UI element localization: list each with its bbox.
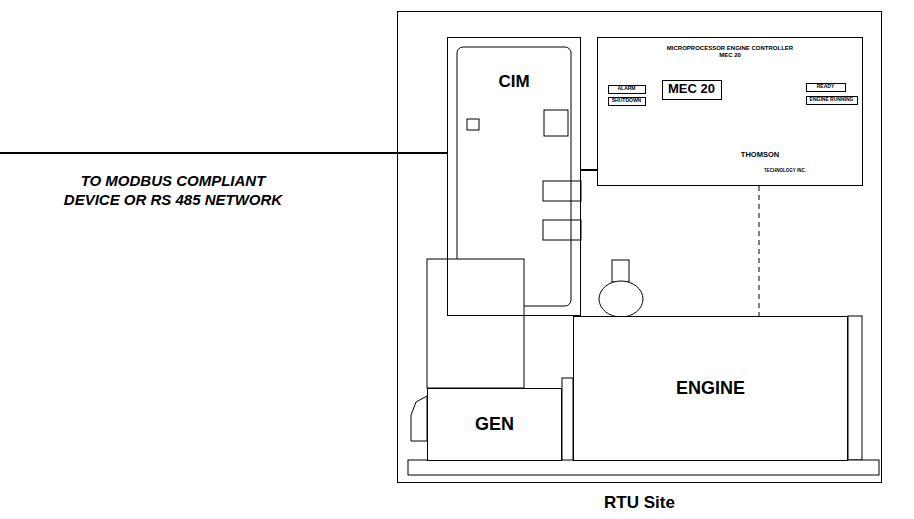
indicator-label: ENGINE RUNNING: [806, 96, 858, 105]
generator-box: GEN: [427, 388, 562, 461]
node-text: CIM: [498, 72, 529, 92]
logo-subtext: TECHNOLOGY INC.: [745, 168, 825, 174]
label-text: TECHNOLOGY INC.: [745, 168, 825, 174]
connector: [581, 169, 597, 171]
network-wire: [0, 152, 447, 154]
indicator-label: SHUTDOWN: [608, 97, 646, 106]
indicator-label: READY: [806, 83, 846, 92]
turbo-stem: [612, 260, 629, 282]
indicator-label: ALARM: [608, 85, 646, 94]
site-boundary: RTU SiteCIMMICROPROCESSOR ENGINE CONTROL…: [397, 11, 882, 483]
turbocharger: [599, 281, 643, 317]
node-text: ENGINE: [676, 378, 745, 399]
cim-led: [467, 119, 479, 130]
engine-controller-panel: MICROPROCESSOR ENGINE CONTROLLER MEC 20 A…: [597, 37, 863, 186]
node-text: ENGINE RUNNING: [810, 97, 854, 103]
node-text: ALARM: [617, 86, 635, 92]
node-text: MICROPROCESSOR ENGINE CONTROLLER MEC 20: [660, 45, 800, 59]
cim-connector: [543, 220, 581, 240]
node-text: RTU Site: [604, 493, 675, 513]
cim-port: [544, 110, 568, 136]
cim-module: CIM: [447, 37, 581, 316]
engine-radiator: [848, 316, 862, 460]
controller-display: MEC 20: [662, 80, 722, 100]
node-text: GEN: [475, 414, 514, 435]
node-text: MEC 20: [668, 82, 715, 97]
connector: [759, 186, 760, 316]
network-label: TO MODBUS COMPLIANT DEVICE OR RS 485 NET…: [8, 172, 338, 210]
label-text: TO MODBUS COMPLIANT DEVICE OR RS 485 NET…: [8, 172, 338, 210]
generator-housing: [427, 259, 524, 388]
node-text: READY: [817, 84, 835, 90]
engine-box: ENGINE: [573, 316, 848, 461]
logo-text: THOMSON: [720, 150, 800, 159]
node-text: SHUTDOWN: [612, 98, 641, 104]
generator-end-cap: [411, 396, 427, 441]
label-text: THOMSON: [720, 150, 800, 159]
skid-base: [408, 460, 879, 475]
coupling-plate: [562, 378, 573, 461]
cim-connector: [543, 181, 581, 201]
